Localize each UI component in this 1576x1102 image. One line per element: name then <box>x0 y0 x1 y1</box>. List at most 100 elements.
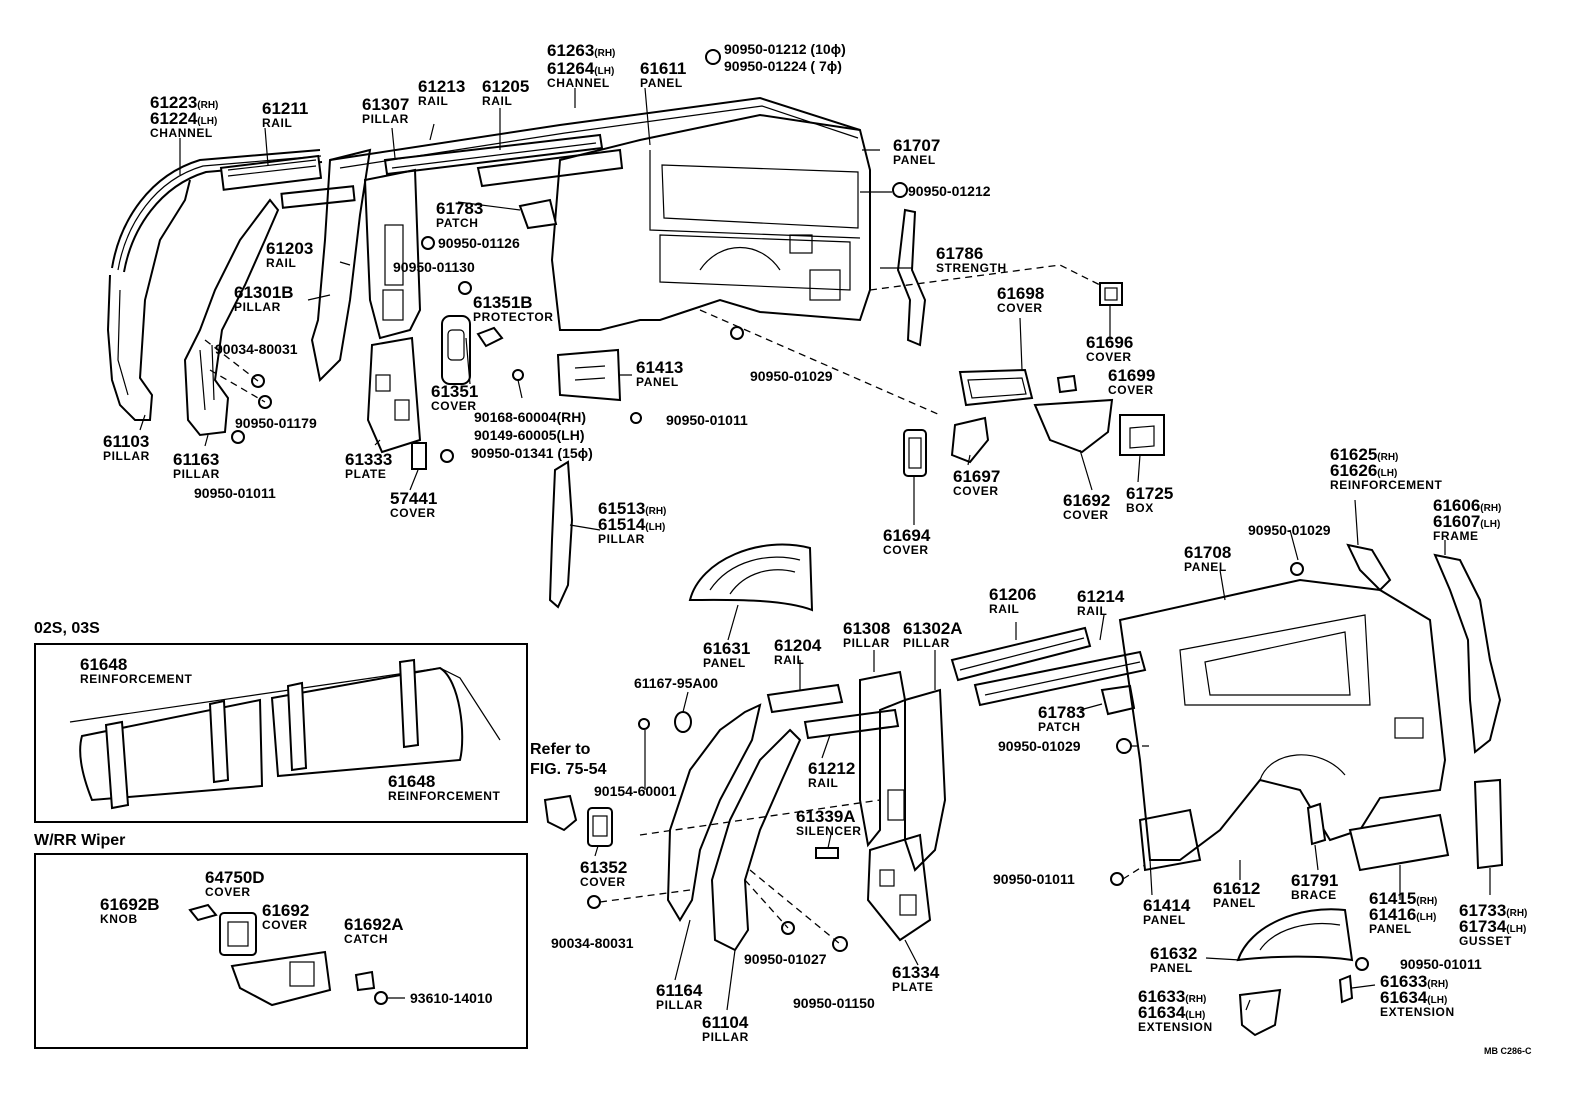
part-name: RAIL <box>774 653 805 667</box>
label-61263: 61263(RH) <box>547 42 615 59</box>
part-name: RAIL <box>418 94 449 108</box>
plate-61334-drawing <box>866 833 932 942</box>
part-number: 61606(RH) <box>1433 497 1501 514</box>
part-name: PANEL <box>893 153 936 167</box>
label-61416: 61416(LH)PANEL <box>1369 906 1436 935</box>
channel-61263-drawing <box>329 96 861 169</box>
part-name: PANEL <box>1369 922 1412 936</box>
part-name: PILLAR <box>656 998 703 1012</box>
part-code: 61692A <box>344 915 404 934</box>
part-name: RAIL <box>989 602 1020 616</box>
figure-code: MB C286-C <box>1484 1046 1532 1056</box>
part-number-90034-80031: 90034-80031 <box>215 341 298 357</box>
fasteners-right-drawing <box>1110 562 1369 971</box>
part-code: 61791 <box>1291 871 1339 890</box>
part-code: 61224 <box>150 109 198 128</box>
part-code: 61307 <box>362 95 410 114</box>
side-suffix: (RH) <box>594 48 616 59</box>
part-code: 61514 <box>598 515 646 534</box>
part-code: 61301B <box>234 283 294 302</box>
pillar-61104-drawing <box>710 728 802 952</box>
part-name: PILLAR <box>234 300 281 314</box>
part-name: REINFORCEMENT <box>388 789 501 803</box>
part-number-90950-01150: 90950-01150 <box>793 995 875 1011</box>
part-name: RAIL <box>262 116 293 130</box>
inset-title-wiper: W/RR Wiper <box>34 832 126 849</box>
part-number: 61634(LH) <box>1138 1004 1213 1021</box>
part-number-90950-01029: 90950-01029 <box>998 738 1081 754</box>
part-name: BRACE <box>1291 888 1337 902</box>
inset-wiper-drawing <box>188 903 405 1007</box>
part-name: CHANNEL <box>547 76 610 90</box>
part-code: 61606 <box>1433 496 1481 515</box>
part-number: 61513(RH) <box>598 500 666 517</box>
part-number: 61633(RH) <box>1138 988 1206 1005</box>
part-name: EXTENSION <box>1138 1020 1213 1034</box>
part-number: 61633(RH) <box>1380 973 1448 990</box>
brace-61791-drawing <box>1306 802 1327 846</box>
refer-note-line2: FIG. 75-54 <box>530 761 607 778</box>
part-name: COVER <box>883 543 929 557</box>
side-suffix: (LH) <box>1480 519 1501 530</box>
part-name: CHANNEL <box>150 126 213 140</box>
part-code: 61302A <box>903 619 963 638</box>
part-code: 61308 <box>843 619 891 638</box>
part-code: 61611 <box>640 59 687 78</box>
part-number-90950-01212: 90950-01212 <box>908 183 991 199</box>
panel-61414-drawing <box>1138 808 1202 872</box>
cover-61692-drawing <box>1033 398 1114 454</box>
part-code: 61699 <box>1108 366 1156 385</box>
label-61733: 61733(RH) <box>1459 902 1527 919</box>
part-code: 61352 <box>580 858 628 877</box>
side-suffix: (RH) <box>645 506 667 517</box>
gusset-61733-drawing <box>1473 778 1504 870</box>
part-name: EXTENSION <box>1380 1005 1455 1019</box>
part-name: PANEL <box>640 76 683 90</box>
part-code: 61214 <box>1077 587 1125 606</box>
pillar-61301b-drawing <box>310 148 372 383</box>
part-number: 61733(RH) <box>1459 902 1527 919</box>
part-name: RAIL <box>482 94 513 108</box>
cover-61698-drawing <box>958 368 1034 407</box>
label-61513: 61513(RH) <box>598 500 666 517</box>
side-suffix: (RH) <box>1427 979 1449 990</box>
part-name: BOX <box>1126 501 1154 515</box>
part-code: 61733 <box>1459 901 1507 920</box>
label-61415: 61415(RH) <box>1369 890 1437 907</box>
part-code: 61205 <box>482 77 530 96</box>
part-name: PROTECTOR <box>473 310 554 324</box>
part-number: 61514(LH) <box>598 516 665 533</box>
part-code: 61263 <box>547 41 595 60</box>
part-name: KNOB <box>100 912 138 926</box>
rail-61204-drawing <box>766 683 844 714</box>
part-code: 61631 <box>703 639 751 658</box>
part-name: PATCH <box>1038 720 1081 734</box>
label-61633-right: 61633(RH) <box>1380 973 1448 990</box>
patch-61783-lower-drawing <box>1100 684 1136 716</box>
label-61626: 61626(LH)REINFORCEMENT <box>1330 462 1442 491</box>
part-name: COVER <box>580 875 626 889</box>
part-number-90950-01126: 90950-01126 <box>438 235 520 251</box>
side-suffix: (LH) <box>1427 995 1448 1006</box>
part-code: 61164 <box>656 981 703 1000</box>
